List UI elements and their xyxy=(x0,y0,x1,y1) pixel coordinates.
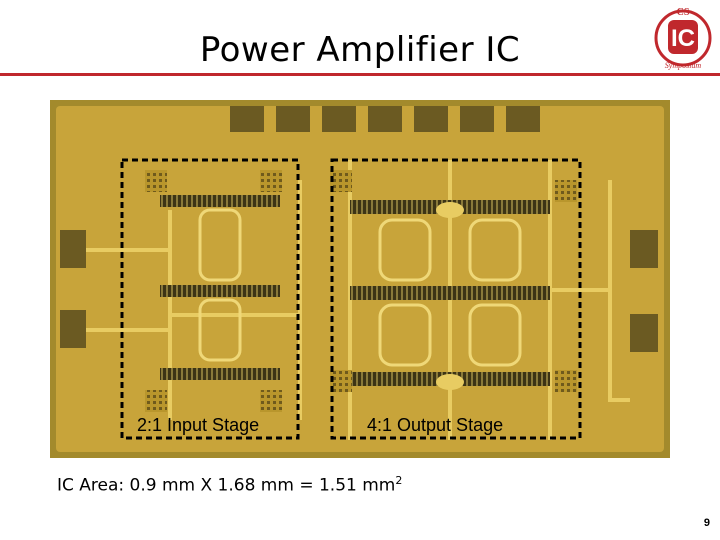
output-stage-label: 4:1 Output Stage xyxy=(367,415,504,435)
input-stage-label: 2:1 Input Stage xyxy=(137,415,260,435)
ic-area-superscript: 2 xyxy=(395,474,403,487)
input-stage-outline xyxy=(120,158,300,440)
output-stage-outline xyxy=(330,158,582,440)
slide-title: Power Amplifier IC xyxy=(199,30,521,70)
logo-center-text: IC xyxy=(671,25,695,52)
ic-area-main: IC Area: 0.9 mm X 1.68 mm = 1.51 mm xyxy=(57,475,396,496)
logo-bottom-text: Symposium xyxy=(665,61,702,70)
ic-area-text: IC Area: 0.9 mm X 1.68 mm = 1.51 mm2 xyxy=(57,474,402,496)
die-micrograph xyxy=(50,100,670,458)
title-underline xyxy=(0,73,720,76)
cs-ic-symposium-logo-icon: IC CS Symposium xyxy=(647,2,719,74)
logo-top-text: CS xyxy=(677,7,690,18)
page-number: 9 xyxy=(703,517,710,529)
